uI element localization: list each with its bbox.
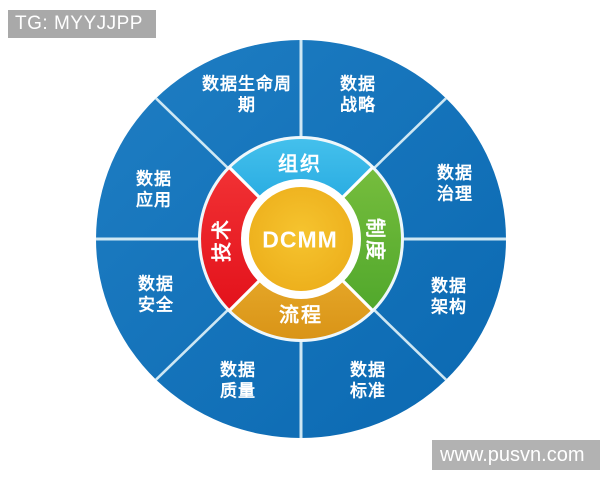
outer-label-data-strategy: 数据 战略 <box>340 74 376 114</box>
outer-label-data-lifecycle: 数据生命周 期 <box>202 74 292 114</box>
outer-label-data-governance: 数据 治理 <box>437 163 473 203</box>
inner-label-organization: 组织 <box>278 153 322 176</box>
inner-label-system: 制度 <box>363 218 386 262</box>
watermark-url-text: www.pusvn.com <box>440 443 585 466</box>
inner-label-technology: 技术 <box>211 218 234 262</box>
outer-label-data-quality: 数据 质量 <box>220 360 256 400</box>
watermark-url-bar: www.pusvn.com <box>432 440 600 470</box>
watermark-tag-bar: TG: MYYJJPP <box>8 10 156 38</box>
watermark-tag-text: TG: MYYJJPP <box>15 13 143 34</box>
outer-label-data-security: 数据 安全 <box>138 274 174 314</box>
outer-label-data-standards: 数据 标准 <box>350 360 386 400</box>
inner-label-process: 流程 <box>279 304 323 327</box>
core-circle <box>249 187 353 291</box>
outer-label-data-architecture: 数据 架构 <box>431 276 467 316</box>
core-label-dcmm: DCMM <box>262 226 338 253</box>
outer-label-data-application: 数据 应用 <box>136 169 172 209</box>
